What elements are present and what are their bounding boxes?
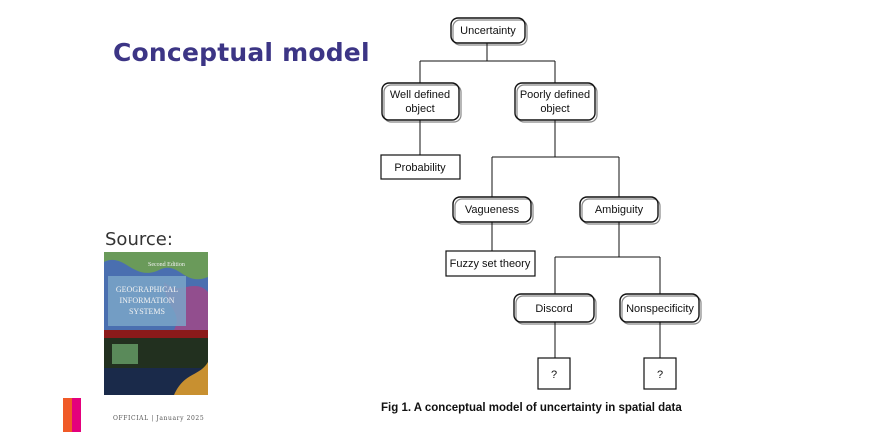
node-question-1-label: ? xyxy=(551,369,557,381)
book-cover-title-line-1: GEOGRAPHICAL xyxy=(116,285,178,294)
book-cover-image: Second Edition GEOGRAPHICAL INFORMATION … xyxy=(104,252,208,395)
node-question-1: ? xyxy=(537,357,571,390)
node-nonspecificity-label: Nonspecificity xyxy=(626,303,694,315)
node-ambiguity: Ambiguity xyxy=(579,196,661,225)
accent-bar-orange xyxy=(63,398,72,432)
source-label: Source: xyxy=(105,229,173,250)
node-poorly-defined-label-2: object xyxy=(540,103,569,115)
node-ambiguity-label: Ambiguity xyxy=(595,204,644,216)
node-fuzzy-label: Fuzzy set theory xyxy=(450,258,531,270)
node-question-2: ? xyxy=(643,357,677,390)
accent-bar xyxy=(63,398,81,432)
node-well-defined-object: Well defined object xyxy=(381,82,462,123)
node-uncertainty: Uncertainty xyxy=(450,17,528,46)
book-cover-title-line-2: INFORMATION xyxy=(119,296,174,305)
footer-text: OFFICIAL | January 2025 xyxy=(113,415,205,422)
node-probability: Probability xyxy=(380,154,461,180)
node-vagueness-label: Vagueness xyxy=(465,204,520,216)
node-question-2-label: ? xyxy=(657,369,663,381)
node-uncertainty-label: Uncertainty xyxy=(460,25,516,37)
figure-caption: Fig 1. A conceptual model of uncertainty… xyxy=(381,402,682,414)
node-discord-label: Discord xyxy=(535,303,572,315)
diagram-connectors xyxy=(419,43,661,358)
node-poorly-defined-label-1: Poorly defined xyxy=(520,89,590,101)
node-well-defined-label-2: object xyxy=(405,103,434,115)
accent-bar-magenta xyxy=(72,398,81,432)
book-cover-title-line-3: SYSTEMS xyxy=(129,307,165,316)
node-discord: Discord xyxy=(513,293,597,325)
node-well-defined-label-1: Well defined xyxy=(390,89,450,101)
node-probability-label: Probability xyxy=(394,162,446,174)
node-nonspecificity: Nonspecificity xyxy=(619,293,702,325)
node-vagueness: Vagueness xyxy=(452,196,534,225)
node-poorly-defined-object: Poorly defined object xyxy=(514,82,598,123)
slide-title: Conceptual model xyxy=(113,38,370,67)
book-cover-edition: Second Edition xyxy=(148,262,185,268)
node-fuzzy-set-theory: Fuzzy set theory xyxy=(445,250,536,277)
